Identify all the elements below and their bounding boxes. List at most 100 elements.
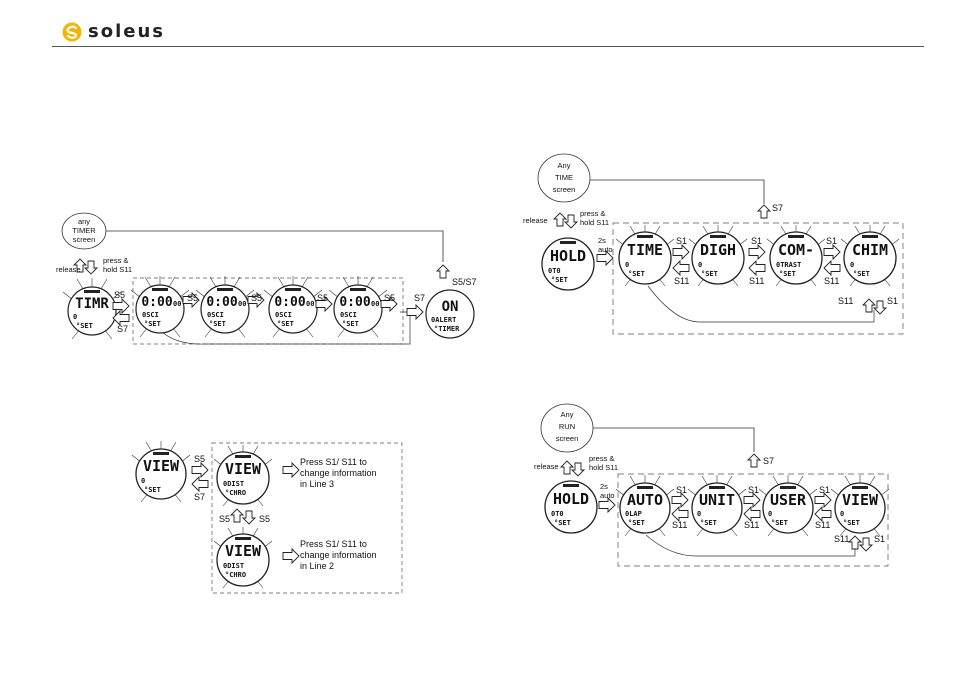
arrow-left-icon [672, 260, 690, 276]
watch-face: 0:00 00 0SCI °SET [328, 275, 388, 338]
watch-face: HOLD 0T0 °SET [541, 237, 595, 291]
bubble-line: RUN [559, 422, 575, 431]
arrow-up-icon [848, 535, 862, 550]
button-label: S1 [826, 236, 837, 246]
svg-text:0TRAST: 0TRAST [776, 261, 801, 269]
loop-connector [159, 311, 411, 345]
svg-text:°SET: °SET [628, 519, 645, 527]
svg-text:0:00: 0:00 [141, 295, 172, 310]
watch-face: UNIT 0 °SET [687, 474, 747, 537]
svg-text:0T0: 0T0 [548, 267, 561, 275]
loop-connector [645, 534, 856, 557]
bubble-line: screen [73, 235, 96, 244]
watch-face: 0:00 00 0SCI °SET [263, 275, 323, 338]
svg-text:VIEW: VIEW [225, 460, 262, 478]
header-rule [52, 46, 924, 47]
svg-text:COM-: COM- [778, 241, 814, 259]
button-label: S1 [874, 534, 885, 544]
arrow-right-icon [748, 244, 766, 260]
svg-text:0DIST: 0DIST [223, 562, 244, 570]
svg-text:°SET: °SET [144, 320, 161, 328]
svg-text:USER: USER [770, 491, 807, 509]
button-label: S11 [815, 520, 830, 530]
return-connector [593, 427, 755, 452]
svg-text:UNIT: UNIT [699, 491, 735, 509]
button-label: S5 [251, 293, 262, 303]
svg-text:00: 00 [238, 300, 246, 308]
arrow-left-icon [191, 476, 209, 492]
press-hold-label: press & [580, 209, 605, 218]
svg-text:TIMR: TIMR [75, 296, 109, 312]
button-label: S1 [748, 485, 759, 495]
svg-text:°SET: °SET [551, 276, 568, 284]
button-label: S11 [824, 276, 839, 286]
arrow-up-icon [436, 264, 450, 279]
arrow-right-icon [823, 244, 841, 260]
arrow-right-icon [743, 492, 761, 508]
press-hold-arrow-icon [564, 214, 578, 229]
timer-flow-diagram: any TIMER screen release press & hold S1… [56, 212, 477, 345]
release-label: release [56, 265, 81, 274]
svg-text:°SET: °SET [144, 486, 161, 494]
button-label: S5 [317, 293, 328, 303]
press-hold-label: hold S11 [589, 463, 618, 472]
watch-face: TIMR 0 °SET [62, 277, 122, 340]
button-label: S11 [674, 276, 689, 286]
watch-face: 0:00 00 0SCI °SET [130, 275, 190, 338]
run-loop-box [617, 473, 889, 567]
bubble-line: TIMER [72, 226, 96, 235]
svg-text:0:00: 0:00 [274, 295, 305, 310]
button-label: S5 [219, 514, 230, 524]
arrow-right-icon [406, 304, 424, 320]
watch-face: VIEW 0DIST °CHRO [213, 444, 273, 507]
svg-text:00: 00 [306, 300, 314, 308]
bubble-line: screen [553, 185, 576, 194]
arrow-right-icon [282, 548, 300, 564]
watch-face: 0:00 00 0SCI °SET [195, 275, 255, 338]
svg-text:0: 0 [768, 510, 772, 518]
button-label: S7 [194, 492, 205, 502]
time-start-bubble [537, 153, 591, 203]
return-connector [590, 179, 765, 204]
press-hold-label: hold S11 [103, 265, 132, 274]
svg-text:0:00: 0:00 [206, 295, 237, 310]
button-label: S11 [744, 520, 759, 530]
release-arrow-icon [553, 212, 567, 227]
svg-text:°SET: °SET [843, 519, 860, 527]
svg-text:0: 0 [73, 313, 77, 321]
watch-face: USER 0 °SET [758, 474, 818, 537]
svg-text:0: 0 [698, 261, 702, 269]
bubble-line: TIME [555, 173, 573, 182]
svg-text:0T0: 0T0 [551, 510, 564, 518]
arrow-left-icon [743, 506, 761, 522]
arrow-right-icon [814, 492, 832, 508]
arrow-left-icon [671, 506, 689, 522]
auto-label: 2s [598, 236, 606, 245]
press-hold-label: hold S11 [580, 218, 609, 227]
press-hold-label: press & [589, 454, 614, 463]
instruction-note: Press S1/ S11 to [300, 539, 367, 549]
arrow-right-icon [671, 492, 689, 508]
svg-text:VIEW: VIEW [143, 457, 180, 475]
release-label: release [534, 462, 559, 471]
bubble-line: screen [556, 434, 579, 443]
instruction-note: in Line 2 [300, 561, 334, 571]
button-label: S11 [672, 520, 687, 530]
svg-text:°SET: °SET [779, 270, 796, 278]
svg-text:0DIST: 0DIST [223, 480, 244, 488]
watch-face: TIME 0 °SET [615, 224, 675, 287]
svg-text:°SET: °SET [554, 519, 571, 527]
arrow-left-icon [823, 260, 841, 276]
svg-text:00: 00 [371, 300, 379, 308]
instruction-note: change information [300, 550, 377, 560]
svg-text:°SET: °SET [701, 270, 718, 278]
button-label: S5 [259, 514, 270, 524]
svg-text:0: 0 [141, 477, 145, 485]
button-label: S1 [819, 485, 830, 495]
watch-face: HOLD 0T0 °SET [544, 480, 598, 534]
svg-text:°TIMER: °TIMER [434, 325, 460, 333]
svg-text:HOLD: HOLD [553, 490, 589, 508]
press-hold-label: press & [103, 256, 128, 265]
watch-face: VIEW 0 °SET [830, 474, 890, 537]
button-label: S5 [194, 454, 205, 464]
